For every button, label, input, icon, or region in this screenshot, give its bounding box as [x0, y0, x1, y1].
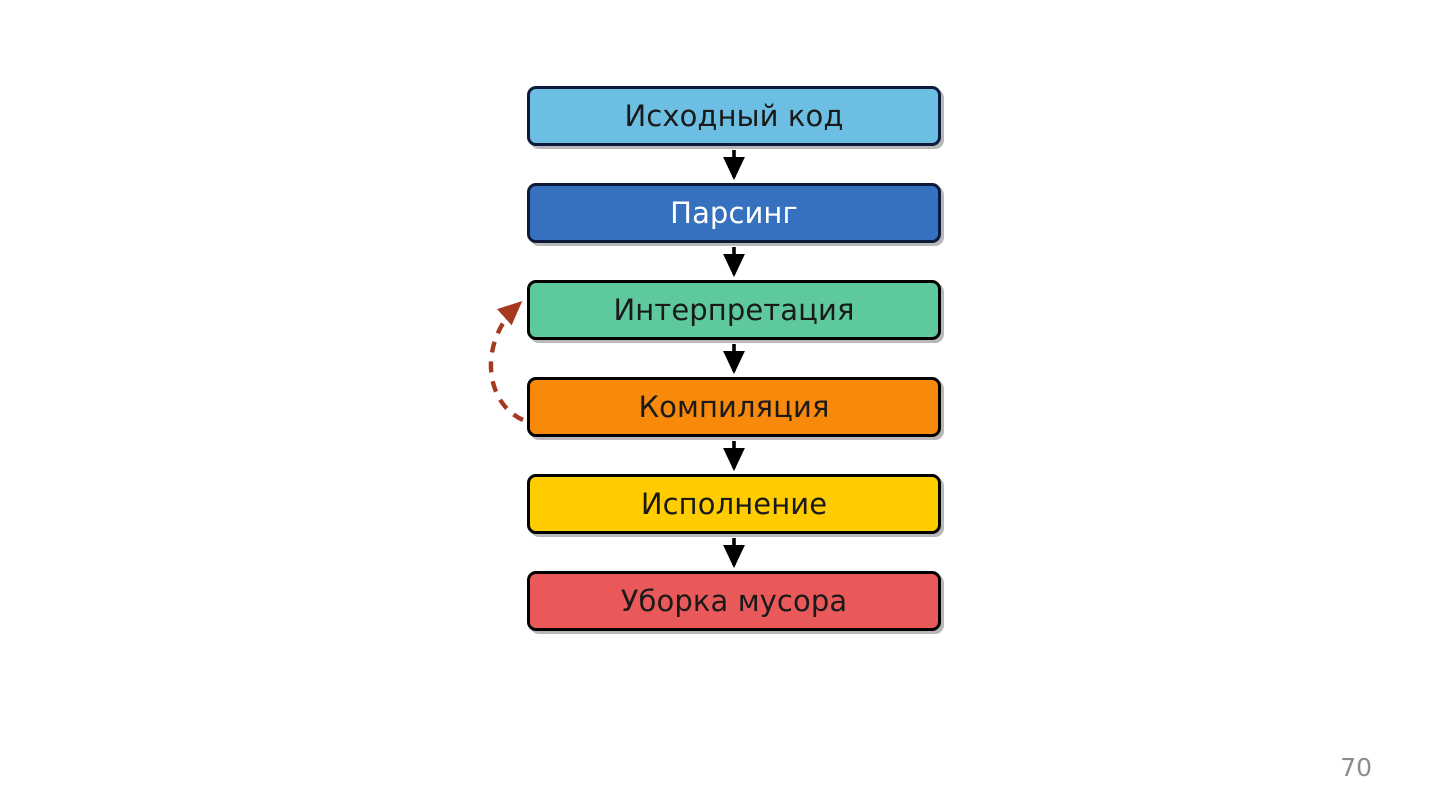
- flow-node-source-code[interactable]: Исходный код: [527, 86, 941, 146]
- flow-node-label: Парсинг: [670, 195, 798, 230]
- flowchart: Исходный код Парсинг Интерпретация Компи…: [488, 86, 943, 638]
- flow-node-label: Компиляция: [638, 389, 830, 424]
- flow-node-label: Исходный код: [624, 98, 844, 133]
- page-number: 70: [1340, 753, 1372, 782]
- flow-node-interpretation[interactable]: Интерпретация: [527, 280, 941, 340]
- flow-node-label: Интерпретация: [613, 292, 855, 327]
- flow-node-label: Исполнение: [640, 486, 828, 521]
- edge-compilation-to-interpretation-feedback: [488, 301, 524, 423]
- flow-node-execution[interactable]: Исполнение: [527, 474, 941, 534]
- flow-node-garbage-collection[interactable]: Уборка мусора: [527, 571, 941, 631]
- flow-node-compilation[interactable]: Компиляция: [527, 377, 941, 437]
- flow-node-label: Уборка мусора: [620, 583, 848, 618]
- flow-node-parsing[interactable]: Парсинг: [527, 183, 941, 243]
